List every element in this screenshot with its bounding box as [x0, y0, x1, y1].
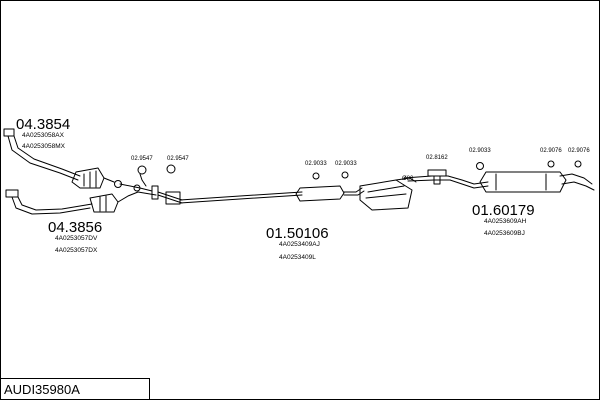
mount-label-8: 02.9076	[568, 148, 590, 154]
middle-silencer-number: 01.50106	[266, 225, 329, 242]
mount-label-2: 02.9547	[167, 156, 189, 162]
mount-label-4: 02.9033	[335, 161, 357, 167]
mount-label-5: 02.8162	[426, 155, 448, 161]
front-pipe-upper-code-2: 4A0253058MX	[22, 143, 66, 150]
mount-label-1: 02.9547	[131, 156, 153, 162]
front-pipe-lower-shape	[5, 189, 139, 215]
reference-label: AUDI35980A	[4, 382, 80, 397]
rear-pipe-shape	[427, 160, 595, 193]
front-pipe-upper-number: 04.3854	[16, 116, 71, 133]
middle-silencer-code-1: 4A0253409AJ	[279, 241, 320, 248]
mount-label-6: 02.9033	[469, 148, 491, 154]
rear-silencer-number: 01.60179	[472, 202, 535, 219]
front-pipe-lower-number: 04.3856	[48, 219, 103, 236]
rear-silencer-code-2: 4A0253609BJ	[484, 230, 525, 237]
mount-label-7: 02.9076	[540, 148, 562, 154]
diameter-note: Ø80	[402, 176, 414, 182]
front-pipe-lower-code-2: 4A0253057DX	[55, 247, 98, 254]
rear-silencer-code-1: 4A0253609AH	[484, 218, 527, 225]
reference-box: AUDI35980A	[0, 378, 150, 399]
intermediate-pipe-shape	[119, 164, 303, 205]
mount-label-3: 02.9033	[305, 161, 327, 167]
middle-silencer-code-2: 4A0253409L	[279, 254, 316, 261]
front-pipe-upper-code-1: 4A0253058AX	[22, 132, 64, 139]
front-pipe-lower-code-1: 4A0253057DV	[55, 235, 98, 242]
front-pipe-upper-shape	[3, 128, 122, 189]
middle-silencer-shape	[295, 171, 451, 211]
